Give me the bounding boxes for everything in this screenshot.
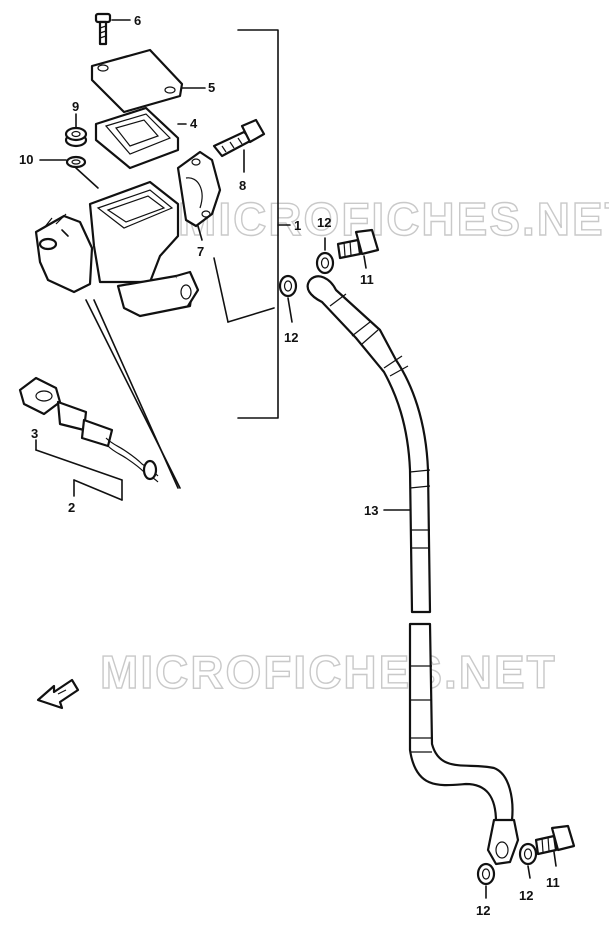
part-washer-12-lower-a	[476, 862, 496, 899]
part-piston-set-2	[18, 376, 159, 501]
part-banjo-bolt-11-upper	[336, 228, 380, 269]
guide-line-4	[213, 257, 229, 323]
callout-3: 3	[31, 426, 38, 441]
callout-12-upper-b: 12	[284, 330, 298, 345]
part-washer-12-upper-b	[278, 274, 298, 323]
callout-12-lower-a: 12	[476, 903, 490, 918]
part-master-cylinder-body	[34, 180, 200, 318]
guide-line-5	[227, 307, 275, 323]
part-diaphragm-4	[94, 106, 187, 170]
part-brake-hose-13	[306, 275, 520, 866]
front-direction-arrow-icon	[36, 678, 80, 710]
callout-11-upper: 11	[360, 272, 374, 287]
part-clamp-7	[176, 150, 222, 241]
watermark-top: MICROFICHES.NET	[178, 193, 609, 245]
callout-4: 4	[190, 116, 198, 131]
watermark-bottom: MICROFICHES.NET	[100, 646, 557, 698]
callout-12-upper-a: 12	[317, 215, 331, 230]
callout-13: 13	[364, 503, 378, 518]
part-screw-6	[94, 12, 131, 46]
callout-10: 10	[19, 152, 33, 167]
callout-8: 8	[239, 178, 246, 193]
part-washer-10	[39, 155, 99, 189]
part-washer-12-lower-b	[518, 842, 538, 879]
callout-12-lower-b: 12	[519, 888, 533, 903]
callout-1: 1	[294, 218, 301, 233]
callout-9: 9	[72, 99, 79, 114]
part-bushing-9	[64, 113, 88, 148]
guide-line-3	[61, 229, 69, 237]
assembly-bracket	[237, 29, 291, 419]
part-washer-12-upper-a	[315, 237, 335, 275]
callout-11-lower: 11	[546, 875, 560, 890]
callout-7: 7	[197, 244, 204, 259]
part-banjo-bolt-11-lower	[534, 824, 576, 867]
callout-6: 6	[134, 13, 141, 28]
guide-line-2	[93, 299, 179, 489]
part-reservoir-cap-5	[90, 48, 206, 114]
callout-2: 2	[68, 500, 75, 515]
part-bolt-8	[212, 118, 266, 173]
callout-5: 5	[208, 80, 215, 95]
